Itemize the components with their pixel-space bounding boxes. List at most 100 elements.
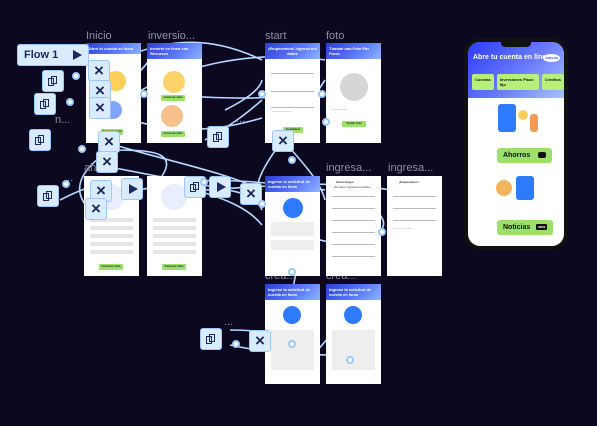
connector-handle[interactable] xyxy=(140,90,148,98)
piggy-bank-icon xyxy=(538,152,547,159)
close-icon[interactable]: × xyxy=(85,198,107,220)
frame-label-start[interactable]: start xyxy=(265,30,287,42)
frame-label-inversion[interactable]: inversio... xyxy=(148,30,196,42)
screens-icon[interactable] xyxy=(34,93,56,115)
frame-label-n[interactable]: n... xyxy=(55,114,71,126)
frame-label-inicio[interactable]: Inicio xyxy=(86,30,112,42)
frame-crea-1[interactable]: Ingrese la solicitud de cuenta en línea xyxy=(265,284,320,384)
table-row xyxy=(153,234,196,238)
connector-handle[interactable] xyxy=(288,340,296,348)
frame-label-dots-3[interactable]: ... xyxy=(236,113,246,125)
play-icon[interactable] xyxy=(209,176,231,198)
preview-title: Abre tu cuenta en línea xyxy=(473,54,551,61)
input-line[interactable] xyxy=(271,73,314,74)
flow-label: Flow 1 xyxy=(24,49,59,61)
screens-icon[interactable] xyxy=(42,70,64,92)
table-row xyxy=(153,218,196,222)
info-box xyxy=(271,222,314,236)
conocer-button-3[interactable]: Conocer más xyxy=(99,264,123,270)
frame-solicitud-header: Ingrese la solicitud de cuenta en línea xyxy=(265,176,320,192)
frame-label-dots-2[interactable]: ... xyxy=(64,172,74,184)
connector-handle[interactable] xyxy=(72,72,80,80)
conocer-button-4[interactable]: Conocer más xyxy=(162,264,186,270)
illustration-person-2 xyxy=(161,105,183,127)
connector-handle[interactable] xyxy=(378,228,386,236)
table-row xyxy=(153,226,196,230)
input-line[interactable] xyxy=(271,91,314,92)
connector-handle[interactable] xyxy=(200,178,208,186)
screens-icon[interactable] xyxy=(37,185,59,207)
close-icon[interactable]: × xyxy=(98,131,120,153)
frame-label-foto[interactable]: foto xyxy=(326,30,345,42)
news-badge: NEW xyxy=(536,224,548,231)
frame-foto[interactable]: Tómate una Foto Por Favor. — — — — Tomar… xyxy=(326,43,381,143)
input-line[interactable] xyxy=(393,220,436,221)
close-icon[interactable]: × xyxy=(96,151,118,173)
frame-crea-2[interactable]: Ingrese la solicitud de cuenta en línea xyxy=(326,284,381,384)
connector-handle[interactable] xyxy=(62,180,70,188)
frame-crea-1-header: Ingrese la solicitud de cuenta en línea xyxy=(265,284,320,300)
input-line[interactable] xyxy=(332,196,375,197)
frame-start[interactable]: ¡Empecemos! Ingresa tus datos — — — — — … xyxy=(265,43,320,143)
close-icon[interactable]: × xyxy=(249,330,271,352)
conocer-button-1[interactable]: Conocer más xyxy=(161,95,185,101)
frame-ahorros-2[interactable]: Conocer más xyxy=(147,176,202,276)
conocer-button-2[interactable]: Conocer más xyxy=(161,131,185,137)
connector-handle[interactable] xyxy=(78,145,86,153)
frame-label-ingresa-1[interactable]: ingresa... xyxy=(326,162,372,174)
screens-icon[interactable] xyxy=(200,328,222,350)
input-line[interactable] xyxy=(271,107,314,108)
frame-solicitud-1[interactable]: Ingrese la solicitud de cuenta en línea xyxy=(265,176,320,276)
connector-handle[interactable] xyxy=(232,340,240,348)
tab-inversiones[interactable]: Inversiones Plazo fijo xyxy=(496,74,539,90)
connector-handle[interactable] xyxy=(66,98,74,106)
frame-ingresa-1[interactable]: Inicia Ciego! Por favor ingresa tus dato… xyxy=(326,176,381,276)
frame-label-dots-1[interactable]: ... xyxy=(224,316,234,328)
play-icon xyxy=(73,50,82,60)
brand-logo: CRECUS xyxy=(543,54,560,62)
close-icon[interactable]: × xyxy=(240,183,262,205)
connector-handle[interactable] xyxy=(318,90,326,98)
input-line[interactable] xyxy=(332,244,375,245)
connector-handle[interactable] xyxy=(288,156,296,164)
screens-icon[interactable] xyxy=(29,129,51,151)
connector-handle[interactable] xyxy=(258,200,266,208)
tomar-foto-button[interactable]: Tomar foto xyxy=(342,121,366,127)
input-line[interactable] xyxy=(332,208,375,209)
close-icon[interactable]: × xyxy=(89,97,111,119)
screens-icon[interactable] xyxy=(207,126,229,148)
device-preview[interactable]: Abre tu cuenta en línea CRECUS Cuentas I… xyxy=(464,38,568,250)
input-line[interactable] xyxy=(332,232,375,233)
close-icon[interactable]: × xyxy=(88,60,110,82)
close-icon[interactable]: × xyxy=(272,130,294,152)
input-line[interactable] xyxy=(332,220,375,221)
tab-cuentas[interactable]: Cuentas xyxy=(472,74,494,90)
frame-inversion[interactable]: Invierte en línea con Recursos Conocer m… xyxy=(147,43,202,143)
frame-crea-2-header: Ingrese la solicitud de cuenta en línea xyxy=(326,284,381,300)
input-line[interactable] xyxy=(393,196,436,197)
table-row xyxy=(90,226,133,230)
terms-text: — — — — — xyxy=(273,109,292,113)
ahorros-card[interactable]: Ahorros xyxy=(497,148,553,163)
ingresa-subtitle: Por favor ingresa tus datos xyxy=(334,185,370,189)
close-icon[interactable]: × xyxy=(90,180,112,202)
connector-handle[interactable] xyxy=(288,268,296,276)
illustration-phone xyxy=(283,306,301,324)
input-line[interactable] xyxy=(332,256,375,257)
tab-creditos[interactable]: Créditos xyxy=(541,74,564,90)
illustration-coins xyxy=(106,71,126,91)
noticias-card[interactable]: Noticias NEW xyxy=(497,220,554,235)
connector-handle[interactable] xyxy=(346,356,354,364)
connector-handle[interactable] xyxy=(322,118,330,126)
illustration-phone xyxy=(344,306,362,324)
flow-tag[interactable]: Flow 1 xyxy=(17,44,89,66)
input-line[interactable] xyxy=(393,208,436,209)
connector-handle[interactable] xyxy=(258,90,266,98)
frame-label-ingresa-2[interactable]: ingresa... xyxy=(388,162,434,174)
preview-header: Abre tu cuenta en línea CRECUS Cuentas I… xyxy=(468,42,564,98)
preview-screen[interactable]: Abre tu cuenta en línea CRECUS Cuentas I… xyxy=(468,42,564,246)
frame-ingresa-2[interactable]: ¡Empecemos! — — — — — xyxy=(387,176,442,276)
play-icon[interactable] xyxy=(121,178,143,200)
device-notch xyxy=(501,42,531,47)
